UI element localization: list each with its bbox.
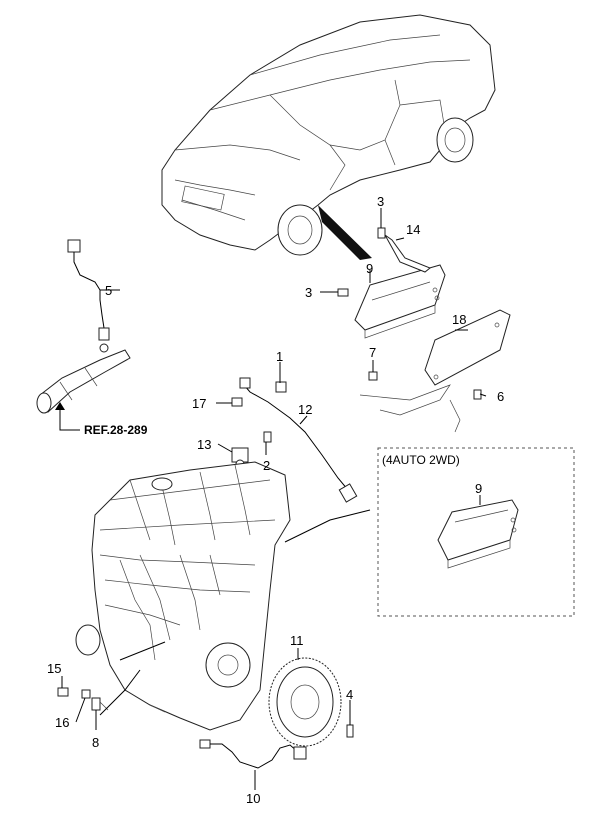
- callout-11: 11: [290, 633, 304, 648]
- inset-4auto-2wd: [377, 447, 575, 617]
- callout-7: 7: [369, 345, 376, 360]
- bracket-part-14: [384, 234, 431, 273]
- callout-3-lower: 3: [305, 285, 312, 300]
- tone-wheel-part-11: [268, 657, 342, 747]
- reference-label: REF.28-289: [84, 423, 148, 437]
- bolts: [231, 227, 482, 738]
- callout-9-main: 9: [366, 261, 373, 276]
- leader-lines: [59, 208, 487, 790]
- callout-labels: 1 2 3 3 4 5 6 7 8 9 9 10 11 12 13 14 15 …: [47, 194, 504, 806]
- sensor-part-16: [81, 689, 91, 699]
- oxygen-sensor-part-5: [67, 239, 110, 353]
- callout-18: 18: [452, 312, 466, 327]
- callout-5: 5: [105, 283, 112, 298]
- callout-14: 14: [406, 222, 420, 237]
- callout-16: 16: [55, 715, 69, 730]
- callout-17: 17: [192, 396, 206, 411]
- catalytic-converter: [36, 349, 131, 414]
- callout-10: 10: [246, 791, 260, 806]
- sensor-part-15: [57, 687, 69, 697]
- bracket-part-18: [359, 309, 511, 433]
- callout-12: 12: [298, 402, 312, 417]
- callout-3-upper: 3: [377, 194, 384, 209]
- callout-8: 8: [92, 735, 99, 750]
- callout-4: 4: [346, 687, 353, 702]
- callout-1: 1: [276, 349, 283, 364]
- crank-sensor-part-10: [199, 739, 307, 769]
- inset-title: (4AUTO 2WD): [382, 453, 460, 467]
- callout-2: 2: [263, 458, 270, 473]
- reference-callout: REF.28-289: [55, 402, 148, 437]
- sensor-wire-part-12: [239, 377, 358, 503]
- car-illustration: [161, 14, 496, 260]
- ecu-part-9: [354, 264, 446, 339]
- callout-15: 15: [47, 661, 61, 676]
- callout-9-inset: 9: [475, 481, 482, 496]
- engine-illustration: [75, 461, 291, 731]
- callout-6: 6: [497, 389, 504, 404]
- callout-13: 13: [197, 437, 211, 452]
- sensor-part-8: [91, 697, 109, 711]
